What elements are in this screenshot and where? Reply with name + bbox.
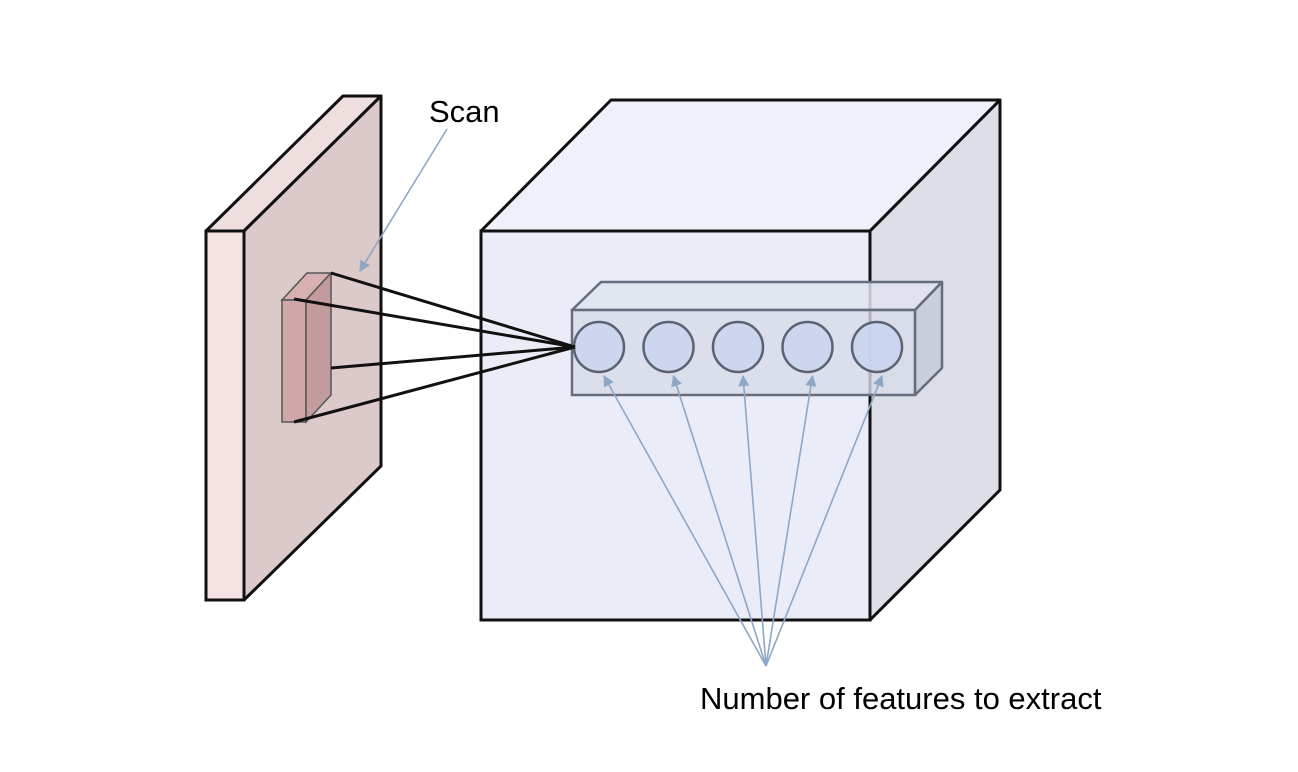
- filter-block: [280, 271, 333, 424]
- features-annotation: Number of features to extract: [603, 374, 1102, 716]
- feature-neuron: [850, 320, 904, 374]
- feature-neurons: [572, 320, 904, 374]
- connection-line: [330, 345, 576, 370]
- input-layer-front-face: [204, 229, 246, 602]
- feature-neuron: [711, 320, 765, 374]
- connection-line: [293, 297, 576, 349]
- receptive-field-connections: [293, 271, 576, 424]
- feature-arrow: [671, 374, 767, 667]
- feature-arrows: [603, 374, 884, 667]
- filter-block-side: [305, 271, 332, 424]
- feature-neuron: [572, 320, 626, 374]
- scan-label: Scan: [429, 94, 500, 129]
- feature-arrow: [765, 374, 884, 667]
- feature-neuron: [781, 320, 834, 374]
- feature-arrow: [738, 374, 767, 667]
- feature-bar: [570, 280, 944, 397]
- features-label: Number of features to extract: [700, 681, 1102, 716]
- connection-line: [293, 345, 576, 424]
- connection-line: [330, 271, 576, 349]
- feature-arrow: [765, 374, 817, 667]
- feature-arrow: [603, 375, 767, 667]
- scan-arrow: [359, 128, 448, 272]
- scan-annotation: Scan: [359, 94, 500, 272]
- feature-neuron: [642, 320, 695, 374]
- feature-bar-top: [570, 280, 944, 312]
- filter-block-front: [281, 299, 307, 423]
